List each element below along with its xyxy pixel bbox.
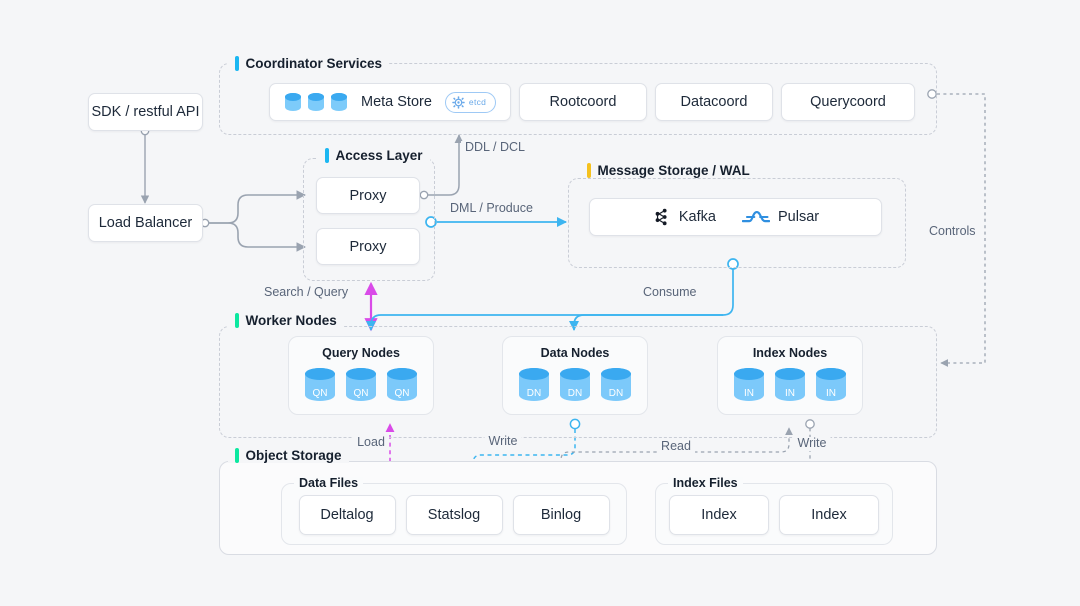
svg-text:DN: DN xyxy=(568,388,582,399)
rootcoord-label: Rootcoord xyxy=(549,94,617,110)
data-node-cylinder: DN xyxy=(560,368,590,401)
binlog-box[interactable]: Binlog xyxy=(512,495,610,535)
edge-label-search-query: Search / Query xyxy=(260,285,353,300)
database-cylinder-icon xyxy=(285,93,301,111)
load-balancer-label: Load Balancer xyxy=(98,215,193,231)
message-storage-accent-bar xyxy=(587,163,591,178)
database-cylinder-icon xyxy=(308,93,324,111)
coordinator-services-group xyxy=(219,63,937,135)
worker-nodes-title: Worker Nodes xyxy=(228,313,344,328)
object-storage-accent-bar xyxy=(235,448,239,463)
sdk-restful-api-box[interactable]: SDK / restful API xyxy=(88,93,203,131)
query-node-cylinder: QN xyxy=(305,368,335,401)
proxy-box-1[interactable]: Proxy xyxy=(316,177,420,214)
edge-label-dml-produce: DML / Produce xyxy=(446,201,537,216)
index-nodes-label: Index Nodes xyxy=(752,346,828,360)
worker-nodes-accent-bar xyxy=(235,313,239,328)
edge-label-consume: Consume xyxy=(639,285,701,300)
data-node-cylinder: DN xyxy=(519,368,549,401)
index-files-subgroup[interactable]: Index Index xyxy=(655,483,893,545)
edge-label-ddl-dcl: DDL / DCL xyxy=(461,140,529,155)
svg-text:DN: DN xyxy=(527,388,541,399)
pulsar-icon xyxy=(741,210,770,223)
binlog-label: Binlog xyxy=(540,507,582,523)
index-label: Index xyxy=(811,507,847,523)
edge-label-write-data: Write xyxy=(484,434,522,449)
querycoord-box[interactable]: Querycoord xyxy=(781,83,915,121)
index-node-cylinder: IN xyxy=(816,368,846,401)
index-node-cylinder: IN xyxy=(734,368,764,401)
coordinator-services-title: Coordinator Services xyxy=(228,56,390,71)
kafka-icon xyxy=(655,208,667,226)
svg-text:IN: IN xyxy=(826,388,836,399)
edge-label-controls: Controls xyxy=(925,224,980,239)
pulsar-label: Pulsar xyxy=(777,209,820,225)
index-nodes-subgroup[interactable]: Index Nodes IN IN IN xyxy=(717,336,863,415)
svg-text:IN: IN xyxy=(744,388,754,399)
querycoord-label: Querycoord xyxy=(810,94,886,110)
database-cylinder-icon xyxy=(331,93,347,111)
rootcoord-box[interactable]: Rootcoord xyxy=(519,83,647,121)
index-label: Index xyxy=(701,507,737,523)
message-brokers-box[interactable]: Kafka Pulsar xyxy=(589,198,882,236)
datacoord-label: Datacoord xyxy=(680,94,748,110)
edge-label-load: Load xyxy=(353,435,389,450)
index-files-title: Index Files xyxy=(668,477,743,490)
svg-text:QN: QN xyxy=(395,388,410,399)
deltalog-box[interactable]: Deltalog xyxy=(298,495,396,535)
index-box-1[interactable]: Index xyxy=(669,495,769,535)
index-node-cylinder: IN xyxy=(775,368,805,401)
sdk-restful-api-label: SDK / restful API xyxy=(91,104,200,120)
access-layer-title: Access Layer xyxy=(318,148,430,163)
etcd-icon xyxy=(452,95,465,109)
data-nodes-subgroup[interactable]: Data Nodes DN DN DN xyxy=(502,336,648,415)
message-storage-group xyxy=(568,178,906,268)
datacoord-box[interactable]: Datacoord xyxy=(655,83,773,121)
etcd-badge[interactable]: etcd xyxy=(444,91,497,113)
load-balancer-box[interactable]: Load Balancer xyxy=(88,204,203,242)
data-files-subgroup[interactable]: Deltalog Statslog Binlog xyxy=(281,483,627,545)
data-files-title: Data Files xyxy=(294,477,364,490)
edge-label-write-index: Write xyxy=(793,436,831,451)
data-nodes-label: Data Nodes xyxy=(540,346,610,360)
query-node-cylinder: QN xyxy=(387,368,417,401)
index-box-2[interactable]: Index xyxy=(779,495,879,535)
deltalog-label: Deltalog xyxy=(320,507,374,523)
access-layer-accent-bar xyxy=(325,148,329,163)
kafka-label: Kafka xyxy=(678,209,716,225)
statslog-box[interactable]: Statslog xyxy=(405,495,503,535)
proxy-box-2[interactable]: Proxy xyxy=(316,228,420,265)
query-nodes-subgroup[interactable]: Query Nodes QN QN QN xyxy=(288,336,434,415)
meta-store-label: Meta Store xyxy=(361,94,432,110)
svg-text:DN: DN xyxy=(609,388,623,399)
worker-nodes-group xyxy=(219,326,937,438)
message-storage-title: Message Storage / WAL xyxy=(580,163,757,178)
meta-store-cylinders xyxy=(284,92,348,112)
etcd-label: etcd xyxy=(468,97,487,107)
proxy-label: Proxy xyxy=(349,187,387,204)
kafka-item[interactable]: Kafka xyxy=(652,207,716,227)
svg-text:IN: IN xyxy=(785,388,795,399)
proxy-label: Proxy xyxy=(349,238,387,255)
object-storage-title: Object Storage xyxy=(228,448,349,463)
data-node-cylinder: DN xyxy=(601,368,631,401)
meta-store-box[interactable]: Meta Store etcd xyxy=(269,83,511,121)
query-nodes-label: Query Nodes xyxy=(322,346,400,360)
coordinator-accent-bar xyxy=(235,56,239,71)
svg-text:QN: QN xyxy=(313,388,328,399)
query-node-cylinder: QN xyxy=(346,368,376,401)
svg-text:QN: QN xyxy=(354,388,369,399)
edge-label-read: Read xyxy=(657,439,695,454)
pulsar-item[interactable]: Pulsar xyxy=(741,207,820,227)
statslog-label: Statslog xyxy=(427,507,481,523)
